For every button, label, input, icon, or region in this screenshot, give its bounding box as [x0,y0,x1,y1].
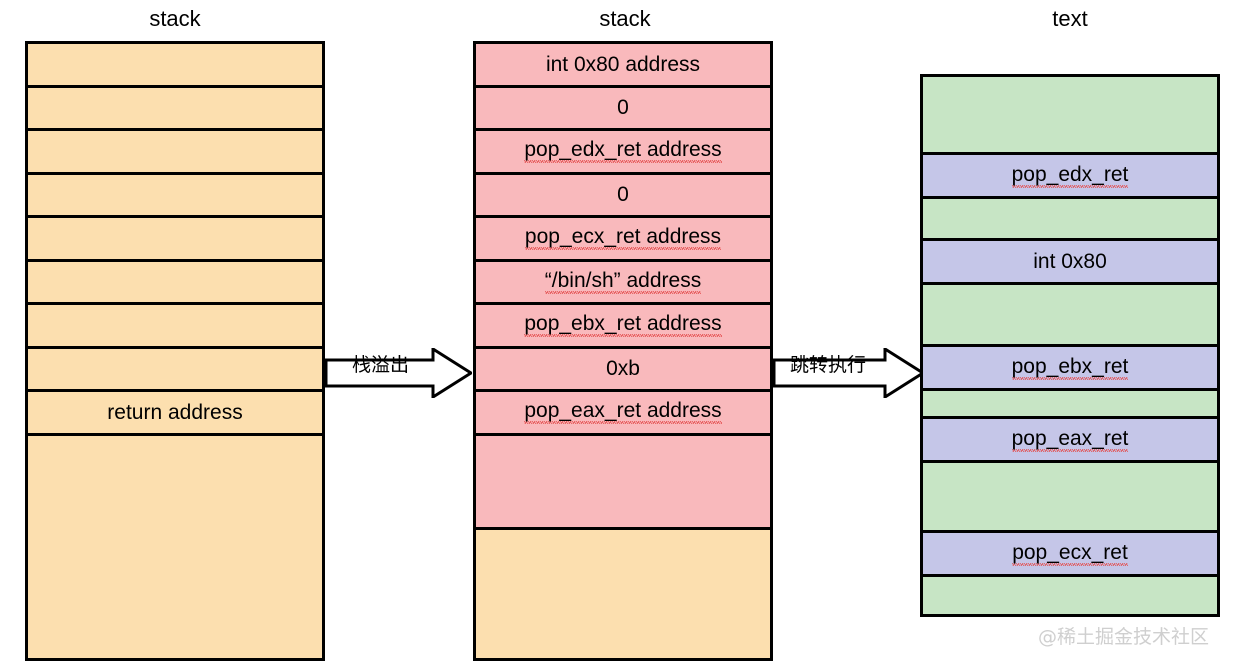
text-segment-cell [923,77,1217,155]
left-stack-cell: return address [28,392,322,436]
left-stack-cell [28,44,322,88]
left-stack-cell [28,218,322,262]
left-stack-cell [28,261,322,305]
text-segment-cell [923,577,1217,614]
middle-stack-cell-label: pop_ebx_ret address [524,312,722,338]
arrow-jump-execute-label: 跳转执行 [790,355,867,376]
text-segment-cell: pop_ecx_ret [923,533,1217,577]
text-segment-cell-label: pop_eax_ret [1011,426,1129,452]
left-stack-title: stack [149,6,201,31]
text-segment-cell: pop_edx_ret [923,155,1217,199]
left-stack-cell [28,348,322,392]
text-segment-cell [923,285,1217,347]
middle-stack-cell: 0 [476,174,770,218]
middle-stack-cell-label: “/bin/sh” address [544,268,702,294]
middle-stack-box: int 0x80 address 0 pop_edx_ret address 0 pop… [473,41,773,661]
middle-stack-cell: pop_eax_ret address [476,392,770,436]
right-text-title: text [1052,6,1088,31]
middle-stack-cell: pop_edx_ret address [476,131,770,175]
text-segment-cell [923,391,1217,419]
left-stack-cell-label: return address [107,400,243,424]
middle-stack-cell-label: int 0x80 address [545,52,701,76]
left-stack-box: return address [25,41,325,661]
middle-stack-cell-label: pop_edx_ret address [524,138,722,164]
left-stack-cell [28,435,322,658]
middle-stack-cell: 0xb [476,348,770,392]
text-segment-cell: int 0x80 [923,241,1217,285]
middle-stack-cell-label: pop_eax_ret address [524,399,722,425]
text-segment-cell-label: int 0x80 [1033,250,1107,273]
middle-stack-cell-label: pop_ecx_ret address [524,225,722,251]
arrow-stack-overflow-label: 栈溢出 [352,355,410,376]
left-stack-cell [28,305,322,349]
text-segment-cell-label: pop_ecx_ret [1012,540,1128,566]
middle-stack-cell [476,435,770,530]
arrow-stack-overflow [325,348,472,398]
middle-stack-cell-label: 0 [617,183,629,207]
watermark: @稀土掘金技术社区 [1038,626,1210,648]
middle-stack-cell: int 0x80 address [476,44,770,88]
middle-stack-cell [476,529,770,658]
text-segment-cell [923,463,1217,533]
left-stack-cell [28,131,322,175]
text-segment-cell [923,199,1217,241]
arrow-jump-execute [773,348,924,398]
middle-stack-cell: “/bin/sh” address [476,261,770,305]
left-stack-cell [28,174,322,218]
text-segment-cell-label: pop_edx_ret [1011,162,1129,188]
text-segment-cell-label: pop_ebx_ret [1011,354,1129,380]
left-stack-cell [28,87,322,131]
text-segment-cell: pop_eax_ret [923,419,1217,463]
middle-stack-cell-label: 0 [617,96,629,120]
middle-stack-cell: 0 [476,87,770,131]
middle-stack-cell: pop_ecx_ret address [476,218,770,262]
middle-stack-cell: pop_ebx_ret address [476,305,770,349]
text-segment-cell: pop_ebx_ret [923,347,1217,391]
middle-stack-title: stack [599,6,651,31]
middle-stack-cell-label: 0xb [606,357,640,381]
